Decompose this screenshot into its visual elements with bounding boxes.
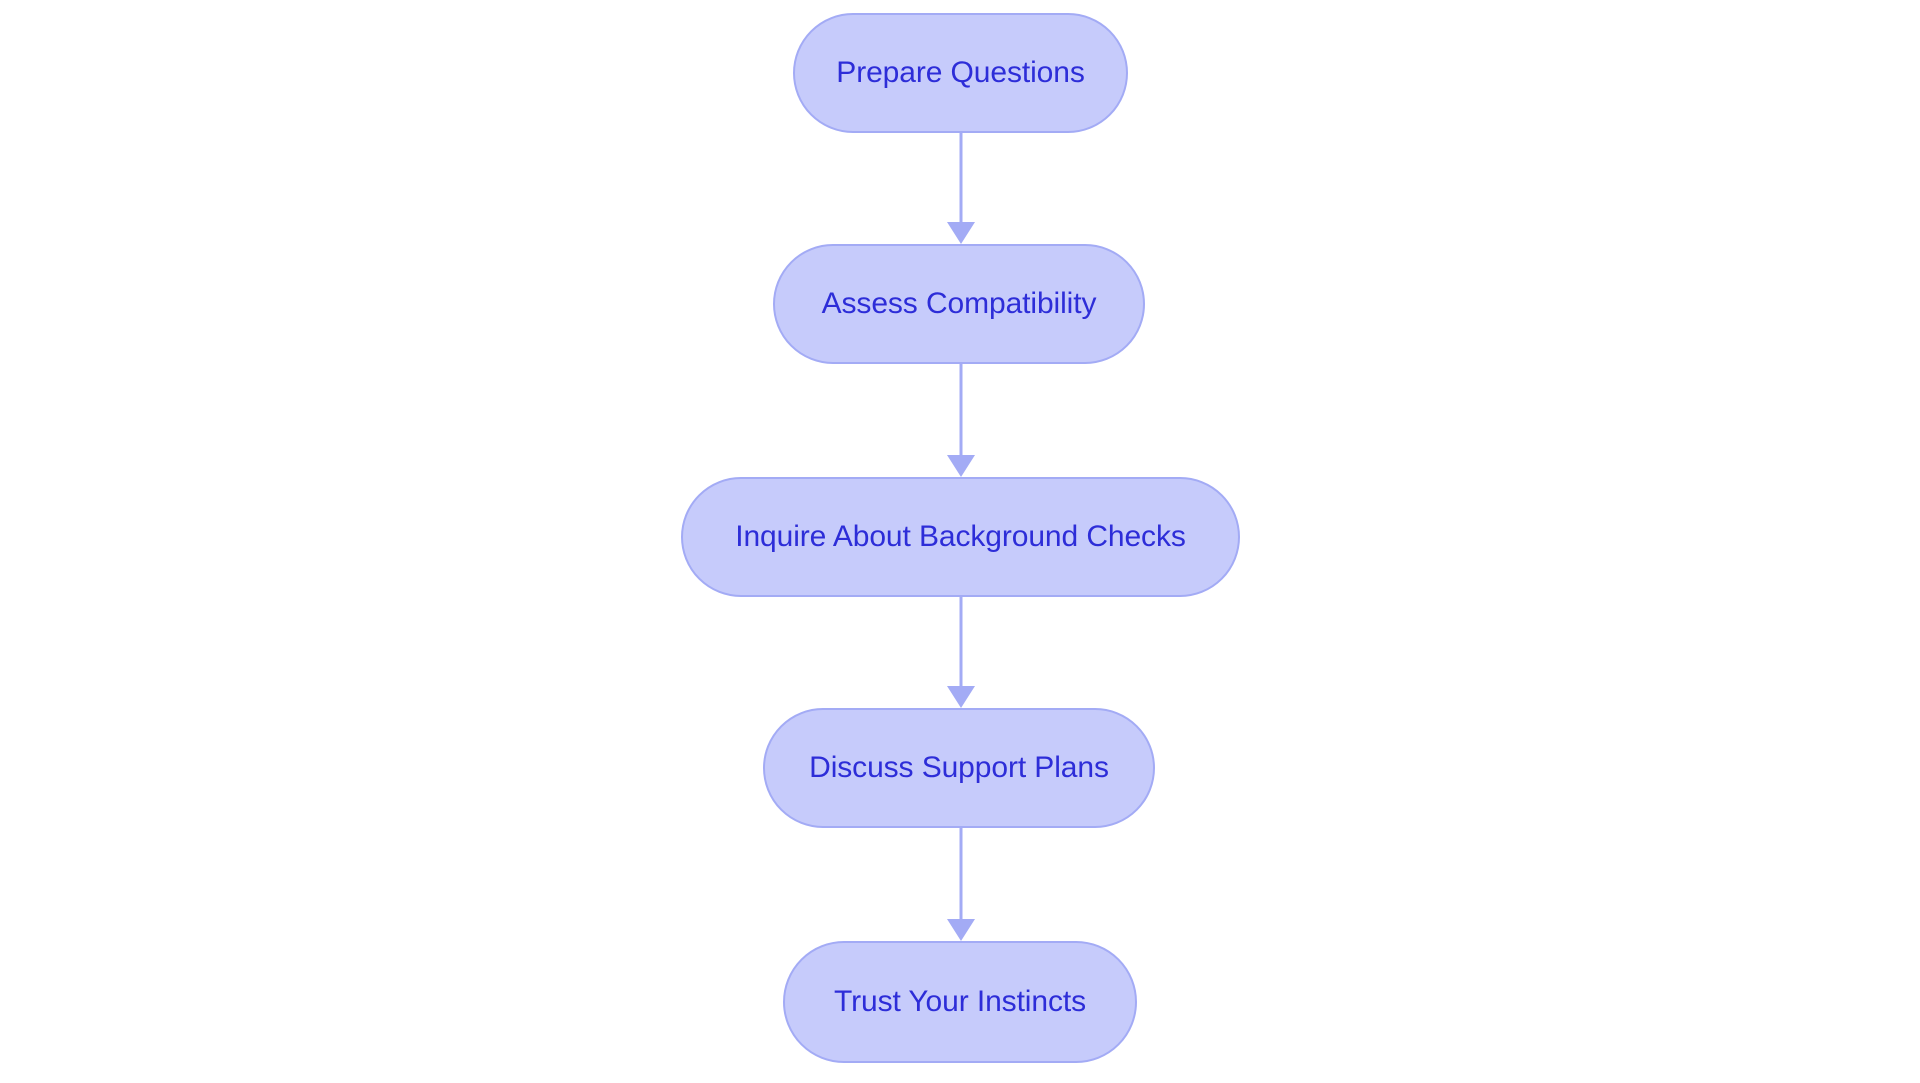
flowchart-node-trust-your-instincts[interactable]: Trust Your Instincts: [783, 941, 1137, 1063]
connector-assess-compatibility-to-inquire-about-background-checks: [947, 364, 975, 477]
flowchart-node-label: Assess Compatibility: [821, 287, 1097, 320]
arrowhead-icon: [947, 919, 975, 941]
flowchart-node-prepare-questions[interactable]: Prepare Questions: [793, 13, 1128, 133]
flowchart-node-assess-compatibility[interactable]: Assess Compatibility: [773, 244, 1145, 364]
connector-discuss-support-plans-to-trust-your-instincts: [947, 828, 975, 941]
arrowhead-icon: [947, 222, 975, 244]
flowchart-node-label: Trust Your Instincts: [833, 985, 1086, 1018]
connector-inquire-about-background-checks-to-discuss-support-plans: [947, 597, 975, 708]
arrowhead-icon: [947, 686, 975, 708]
flowchart-node-discuss-support-plans[interactable]: Discuss Support Plans: [763, 708, 1155, 828]
flowchart-node-inquire-about-background-checks[interactable]: Inquire About Background Checks: [681, 477, 1240, 597]
arrowhead-icon: [947, 455, 975, 477]
connector-prepare-questions-to-assess-compatibility: [947, 133, 975, 244]
flowchart-node-label: Inquire About Background Checks: [735, 520, 1186, 553]
flowchart-node-label: Prepare Questions: [836, 56, 1085, 89]
flowchart-node-label: Discuss Support Plans: [809, 751, 1109, 784]
